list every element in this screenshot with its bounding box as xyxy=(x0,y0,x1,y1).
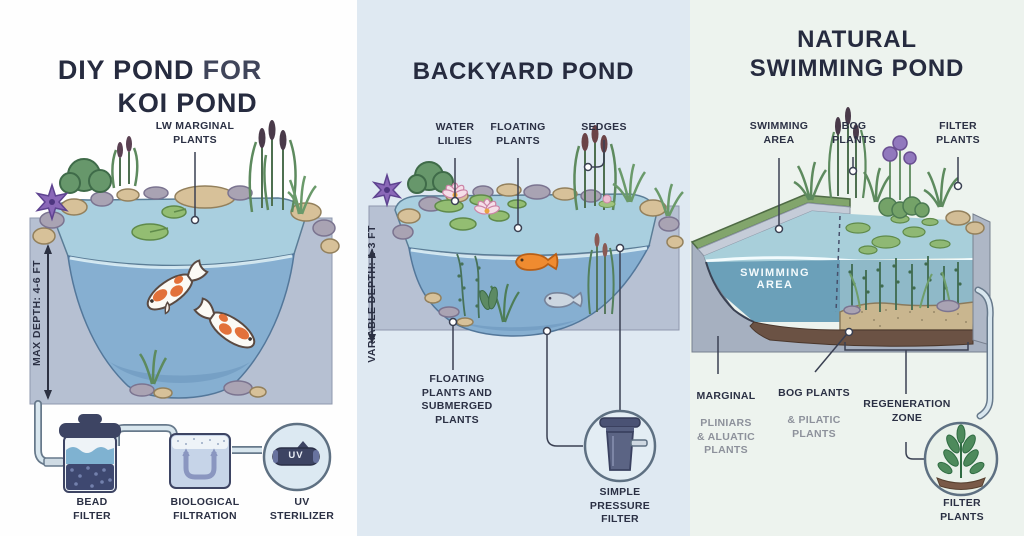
natural-pond-illustration xyxy=(690,107,999,497)
goldfish-icon xyxy=(515,252,559,271)
leader-lines xyxy=(717,157,969,460)
natural-pond-panel: NATURAL SWIMMING POND SWIMMING AREA BOG … xyxy=(690,0,1024,536)
biological-filter-icon xyxy=(169,433,231,489)
leader-lines xyxy=(44,152,200,400)
floating-plants-label: FLOATING PLANTS xyxy=(490,121,546,147)
bead-filter-label: BEAD FILTER xyxy=(73,496,111,522)
uv-sterilizer-label: UV STERILIZER xyxy=(269,496,335,522)
uv-badge: UV xyxy=(288,450,304,461)
bog-plants-rest: & PILATIC PLANTS xyxy=(787,413,841,440)
backyard-panel-title: BACKYARD POND xyxy=(412,58,635,85)
marginal-aquatic-rest: PLINIARS & ALUATIC PLANTS xyxy=(696,416,756,457)
lily-pads xyxy=(131,205,187,241)
koi-pond-panel: DIY POND FOR KOI POND LW MARGINAL PLANTS… xyxy=(0,0,357,536)
swimming-area-water-text: SWIMMING AREA xyxy=(740,267,810,291)
koi-title-bold: DIY POND xyxy=(57,55,195,86)
backyard-pond-panel: BACKYARD POND WATER LILIES FLOATING PLAN… xyxy=(357,0,690,536)
koi-title-line2: KOI POND xyxy=(117,87,258,118)
gray-fish-icon xyxy=(543,291,583,309)
filter-plants-label: FILTER PLANTS xyxy=(936,120,980,146)
marginal-aquatic-label: MARGINAL PLINIARS & ALUATIC PLANTS xyxy=(690,376,762,471)
bead-filter-icon xyxy=(43,414,121,493)
pool-structure xyxy=(690,194,991,353)
bog-plants-top xyxy=(793,107,985,235)
water-lilies xyxy=(434,182,616,231)
filtration-system-illustration xyxy=(34,400,332,493)
filter-plants-icon xyxy=(923,421,999,497)
bog-plants-label: BOG PLANTS xyxy=(832,120,876,146)
max-depth-label: MAX DEPTH: 4-6 FT xyxy=(31,260,43,366)
submerged-plants xyxy=(424,233,615,327)
bottom-plants-rocks xyxy=(129,349,267,399)
marginal-aquatic-bold: MARGINAL xyxy=(696,389,756,402)
marginal-plants xyxy=(35,120,317,222)
pressure-filter-label: SIMPLE PRESSURE FILTER xyxy=(589,486,651,526)
bog-plants-bold: BOG PLANTS xyxy=(778,386,850,399)
sedges-label: SEDGES xyxy=(581,121,627,133)
bog-plants-bottom-label: BOG PLANTS & PILATIC PLANTS xyxy=(768,373,860,455)
natural-panel-title: NATURAL SWIMMING POND xyxy=(749,26,965,82)
regeneration-zone-plants xyxy=(843,214,962,315)
pressure-filter-icon xyxy=(583,409,657,483)
uv-sterilizer-icon xyxy=(262,422,332,492)
biological-filtration-label: BIOLOGICAL FILTRATION xyxy=(170,496,240,522)
swimming-area-label: SWIMMING AREA xyxy=(749,120,809,146)
marginal-plants xyxy=(371,125,684,217)
water-lilies-label: WATER LILIES xyxy=(435,121,475,147)
floating-submerged-label: FLOATING PLANTS AND SUBMERGED PLANTS xyxy=(421,373,493,426)
leader-lines xyxy=(368,140,625,447)
koi-panel-title: DIY POND FOR KOI POND xyxy=(25,22,295,152)
koi-pond-cross-section xyxy=(29,197,333,405)
backyard-pond-illustration xyxy=(368,125,684,483)
return-pipe xyxy=(974,286,994,420)
lotus-flower xyxy=(474,198,500,215)
marginal-plants-label: LW MARGINAL PLANTS xyxy=(155,120,235,146)
koi-fish-icon xyxy=(146,259,209,315)
koi-pond-illustration xyxy=(29,120,340,493)
variable-depth-label: VARIABLE DEPTH: 1-3 FT xyxy=(366,225,378,363)
koi-fish-icon xyxy=(193,297,256,349)
regeneration-zone-label: REGENERATION ZONE xyxy=(863,398,951,424)
filter-plants-bottom-label: FILTER PLANTS xyxy=(940,497,984,523)
koi-title-light: FOR xyxy=(194,55,263,86)
